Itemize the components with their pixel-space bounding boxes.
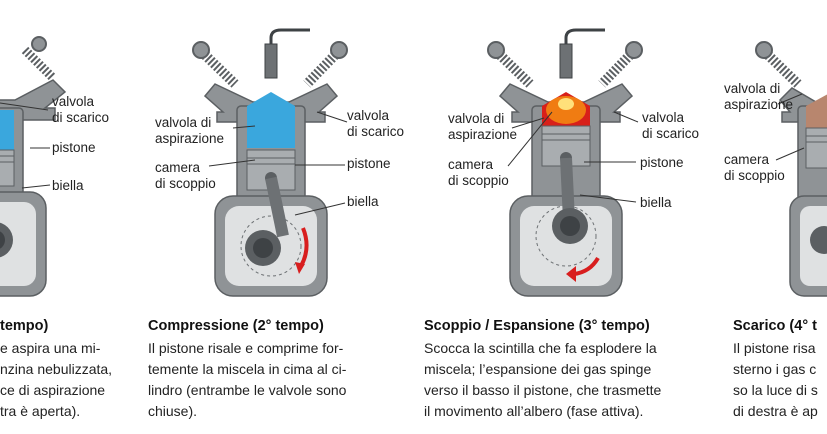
label-camera-scoppio: camera di scoppio — [155, 160, 216, 191]
caption-text: e aspira una mi- nzina nebulizzata, ce d… — [0, 340, 113, 419]
label-camera-scoppio: camera di scoppio — [448, 157, 509, 188]
engine-diagram-compressione — [192, 28, 348, 297]
label-pistone: pistone — [52, 140, 96, 155]
label-valvola-scarico: valvola di scarico — [642, 110, 700, 141]
label-valvola-aspirazione: valvola di aspirazione — [155, 115, 225, 146]
spark-plug — [264, 28, 310, 79]
valve-spring-exhaust — [21, 36, 57, 82]
caption-title: Scoppio / Espansione (3° tempo) — [424, 318, 650, 334]
panel-compressione: valvola di aspirazione valvola di scaric… — [145, 0, 420, 434]
label-camera-scoppio: camera di scoppio — [724, 152, 785, 183]
valve-spring-intake — [192, 41, 239, 88]
caption-text: Il pistone risale e comprime for- tement… — [148, 340, 347, 419]
spark-plug — [559, 28, 605, 79]
valve-spring-exhaust — [303, 41, 348, 88]
label-biella: biella — [640, 195, 672, 210]
caption-text: Scocca la scintilla che fa esplodere la … — [424, 340, 662, 419]
panel-aspirazione: valvola di scarico pistone biella tempo)… — [0, 0, 140, 434]
label-pistone: pistone — [640, 155, 684, 170]
caption-title: Scarico (4° t — [733, 318, 817, 334]
engine-diagram-scarico — [755, 41, 827, 297]
label-pistone: pistone — [347, 156, 391, 171]
label-valvola-aspirazione: valvola di aspirazione — [448, 111, 518, 142]
label-biella: biella — [52, 178, 84, 193]
valve-spring-exhaust — [598, 41, 643, 88]
panel-scoppio: valvola di aspirazione valvola di scaric… — [424, 0, 719, 434]
caption-text: Il pistone risa sterno i gas c so la luc… — [733, 340, 818, 419]
label-valvola-scarico: valvola di scarico — [52, 94, 110, 125]
caption-title: tempo) — [0, 318, 49, 334]
engine-diagram-scoppio — [487, 28, 643, 297]
caption-title: Compressione (2° tempo) — [148, 318, 324, 334]
label-biella: biella — [347, 194, 379, 209]
valve-spring-intake — [487, 41, 534, 88]
engine-diagram-aspirazione — [0, 36, 67, 297]
label-valvola-aspirazione: valvola di aspirazione — [724, 81, 794, 112]
valve-spring-intake — [755, 41, 802, 88]
label-valvola-scarico: valvola di scarico — [347, 108, 405, 139]
panel-scarico: valvola di aspirazione camera di scoppio… — [722, 0, 827, 434]
